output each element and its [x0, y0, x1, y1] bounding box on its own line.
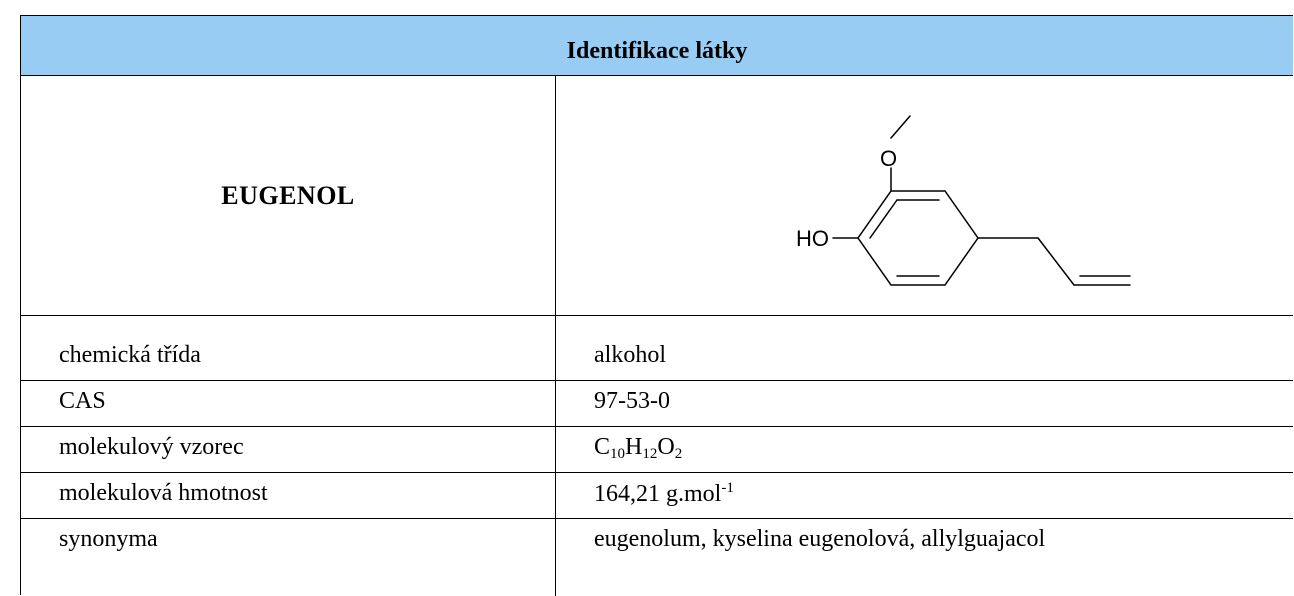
substance-name-cell: EUGENOL — [21, 76, 555, 315]
row-value-synonyms: eugenolum, kyselina eugenolová, allylgua… — [594, 526, 1046, 552]
column-divider — [555, 76, 556, 596]
methoxy-oxygen-label: O — [880, 146, 897, 171]
formula-carbon: C — [594, 434, 611, 460]
row-label-synonyms: synonyma — [59, 526, 158, 552]
eugenol-structure-diagram: O HO — [796, 115, 1131, 286]
structure-cell: O HO — [556, 76, 1293, 315]
row-divider — [21, 518, 1293, 519]
row-divider — [21, 426, 1293, 427]
row-divider — [21, 472, 1293, 473]
methyl-bond — [890, 115, 911, 139]
formula-hydrogen-count: 12 — [642, 446, 658, 462]
header-title: Identifikace látky — [566, 38, 748, 64]
molar-mass-value: 164,21 g.mol — [594, 481, 722, 507]
substance-name: EUGENOL — [221, 180, 355, 210]
formula-oxygen: O — [657, 434, 675, 460]
row-label-formula: molekulový vzorec — [59, 434, 244, 460]
row-label-cas: CAS — [59, 388, 106, 414]
hydroxyl-label: HO — [796, 226, 829, 251]
table-header: Identifikace látky — [21, 16, 1293, 76]
ring-double-bond — [869, 199, 898, 239]
row-value-cas: 97-53-0 — [594, 388, 670, 414]
row-divider — [21, 315, 1293, 316]
row-label-chemical-class: chemická třída — [59, 342, 201, 368]
allyl-bond — [1037, 237, 1075, 286]
row-value-formula: C10H12O2 — [594, 434, 682, 463]
benzene-ring — [857, 190, 979, 286]
row-value-molar-mass: 164,21 g.mol-1 — [594, 480, 734, 508]
substance-table: Identifikace látky EUGENOL — [20, 15, 1293, 596]
molar-mass-exponent: -1 — [721, 480, 734, 496]
formula-oxygen-count: 2 — [674, 446, 683, 462]
row-label-molar-mass: molekulová hmotnost — [59, 480, 268, 506]
formula-carbon-count: 10 — [610, 446, 626, 462]
row-divider — [21, 380, 1293, 381]
row-value-chemical-class: alkohol — [594, 342, 666, 368]
formula-hydrogen: H — [625, 434, 643, 460]
